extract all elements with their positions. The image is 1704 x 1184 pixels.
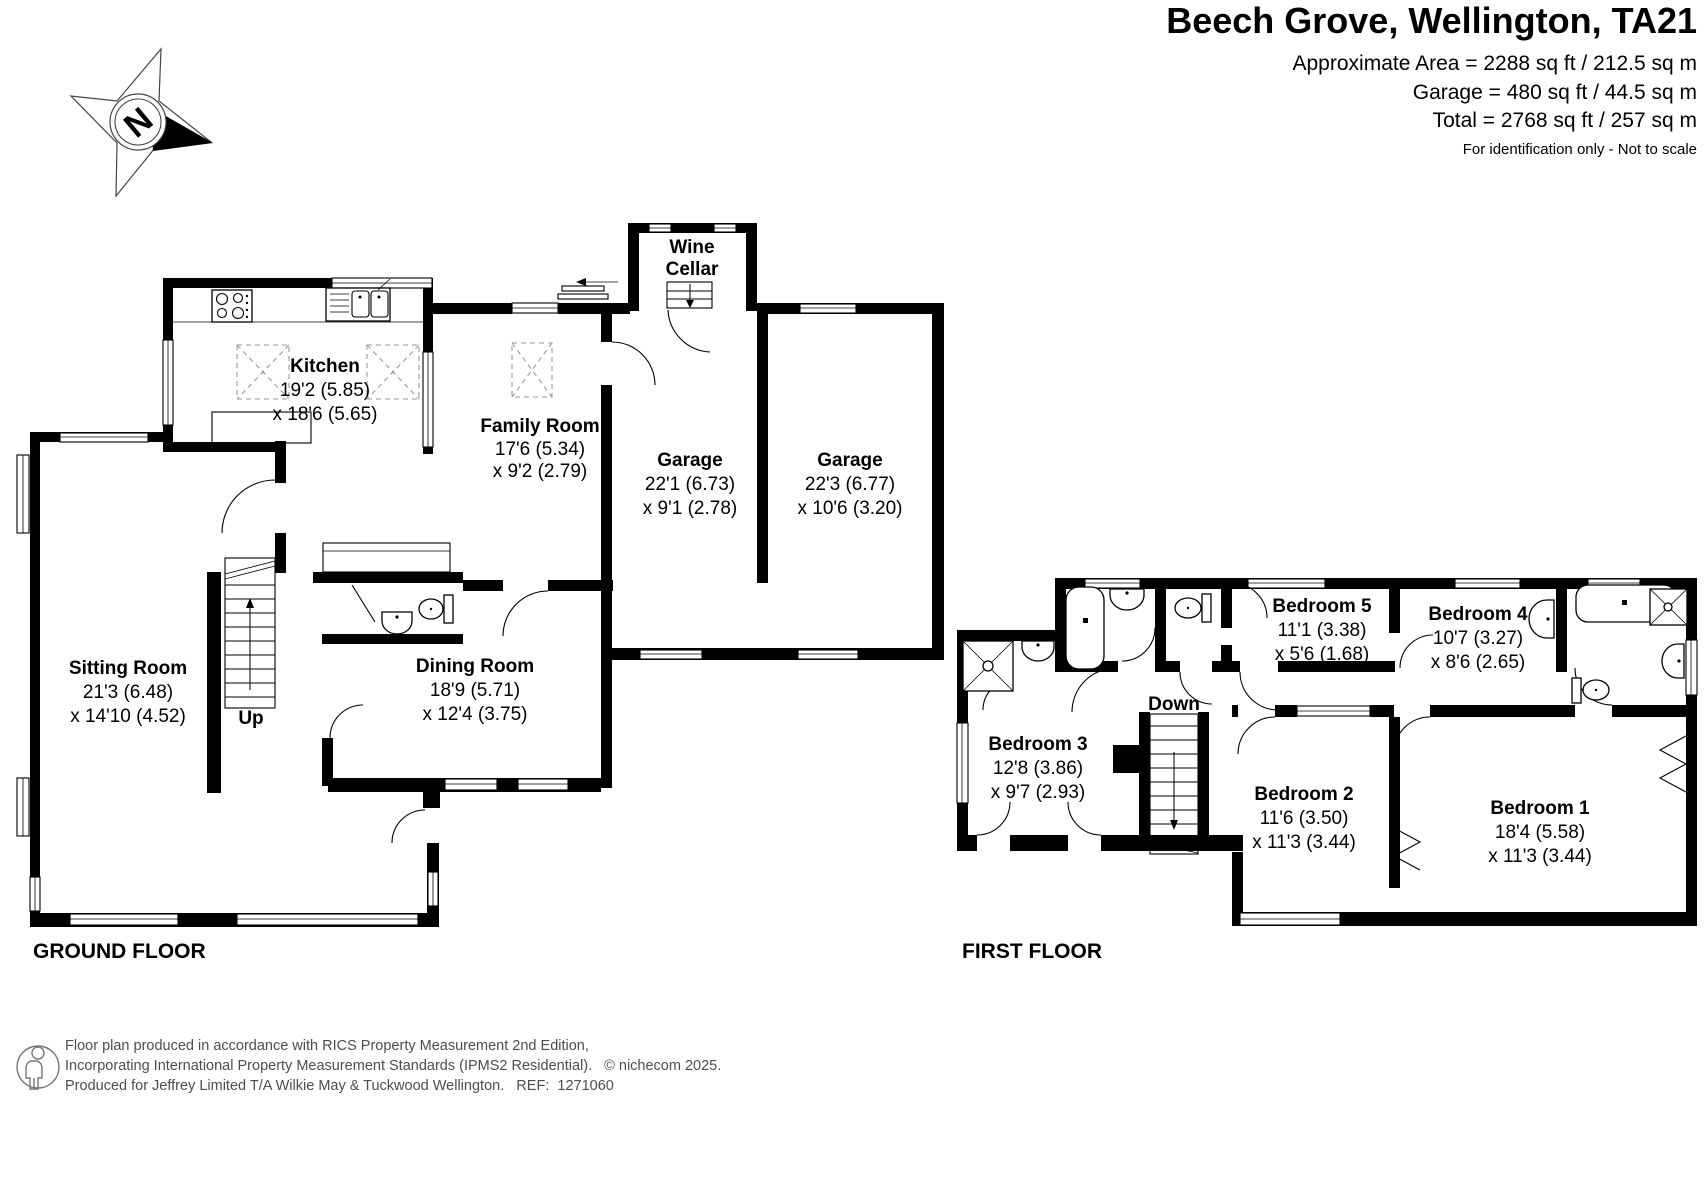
wine-cellar-steps [666, 281, 713, 309]
room-label-sitting-room: Sitting Room 21'3 (6.48) x 14'10 (4.52) [69, 658, 187, 727]
kitchen-skylight-boxes [236, 344, 420, 400]
ground-floor-plan: Up Kitchen 19'2 (5.85) x 18'6 (5.65) Fam… [16, 223, 944, 963]
scale-note: For identification only - Not to scale [1463, 141, 1697, 158]
bedroom4-dim1: 10'7 (3.27) [1433, 628, 1523, 649]
kitchen-dim2: x 18'6 (5.65) [272, 404, 377, 425]
sitting-room-name: Sitting Room [69, 658, 187, 679]
bedroom5-name: Bedroom 5 [1272, 596, 1372, 617]
first-floor-label: FIRST FLOOR [962, 940, 1102, 963]
footer-line-1: Floor plan produced in accordance with R… [65, 1038, 589, 1054]
compass-icon: N [69, 47, 213, 198]
room-label-bedroom4: Bedroom 4 10'7 (3.27) x 8'6 (2.65) [1428, 604, 1528, 673]
page-title: Beech Grove, Wellington, TA21 [1166, 0, 1697, 41]
shower-icon-ensuite [962, 640, 1014, 692]
area-line-2: Garage = 480 sq ft / 44.5 sq m [1413, 81, 1697, 104]
toilet-icon-wc [1174, 593, 1212, 623]
room-label-bedroom5: Bedroom 5 11'1 (3.38) x 5'6 (1.68) [1272, 596, 1372, 665]
room-label-garage-right: Garage 22'3 (6.77) x 10'6 (3.20) [797, 450, 902, 519]
family-room-dim1: 17'6 (5.34) [495, 439, 585, 460]
sitting-room-dim2: x 14'10 (4.52) [70, 706, 186, 727]
ground-floor-walls [30, 223, 944, 927]
shower-icon-bathroom2 [1649, 588, 1688, 626]
staircase-down [1149, 713, 1199, 855]
family-room-dim2: x 9'2 (2.79) [493, 461, 587, 482]
dining-room-name: Dining Room [416, 656, 534, 677]
bedroom2-dim2: x 11'3 (3.44) [1252, 832, 1356, 853]
basin-icon-bedroom4 [1528, 599, 1555, 639]
footer-line-2: Incorporating International Property Mea… [65, 1058, 721, 1074]
bedroom3-dim1: 12'8 (3.86) [993, 758, 1083, 779]
room-label-bedroom1: Bedroom 1 18'4 (5.58) x 11'3 (3.44) [1488, 798, 1592, 867]
kitchen-unit [211, 411, 312, 444]
garage-left-name: Garage [657, 450, 722, 471]
footer: Floor plan produced in accordance with R… [16, 1038, 721, 1094]
ground-floor-doors [221, 309, 711, 844]
bedroom5-dim1: 11'1 (3.38) [1278, 620, 1367, 641]
bedroom1-name: Bedroom 1 [1490, 798, 1590, 819]
footer-line-3: Produced for Jeffrey Limited T/A Wilkie … [65, 1078, 614, 1094]
bedroom3-dim2: x 9'7 (2.93) [991, 782, 1085, 803]
room-label-wine-cellar: Wine Cellar [666, 237, 719, 280]
garage-left-dim2: x 9'1 (2.78) [643, 498, 737, 519]
entrance-step [557, 278, 618, 300]
staircase-up [224, 557, 276, 709]
garage-right-dim1: 22'3 (6.77) [805, 474, 895, 495]
bedroom4-name: Bedroom 4 [1428, 604, 1528, 625]
hob-icon [211, 289, 253, 323]
kitchen-dim1: 19'2 (5.85) [280, 380, 370, 401]
person-icon [16, 1045, 60, 1090]
family-room-name: Family Room [480, 416, 599, 437]
first-floor-plan: Down Bedroom 5 11'1 (3.38) x 5'6 (1.68) … [956, 578, 1698, 963]
room-label-dining-room: Dining Room 18'9 (5.71) x 12'4 (3.75) [416, 656, 534, 725]
bedroom1-dim1: 18'4 (5.58) [1495, 822, 1585, 843]
cloakroom-worktop [322, 542, 451, 573]
garage-right-dim2: x 10'6 (3.20) [797, 498, 902, 519]
area-line-1: Approximate Area = 2288 sq ft / 212.5 sq… [1293, 52, 1698, 75]
ground-floor-windows [16, 223, 859, 926]
ground-floor-label: GROUND FLOOR [33, 940, 206, 963]
basin-icon-ensuite [1021, 640, 1055, 662]
toilet-icon-cloakroom [418, 594, 454, 624]
toilet-icon-bathroom2 [1571, 677, 1610, 704]
family-room-skylight-box [511, 342, 553, 398]
room-label-bedroom3: Bedroom 3 12'8 (3.86) x 9'7 (2.93) [988, 734, 1087, 803]
dining-room-dim1: 18'9 (5.71) [430, 680, 520, 701]
stairs-up-label: Up [238, 708, 263, 729]
garage-right-name: Garage [817, 450, 882, 471]
basin-icon-cloakroom [381, 611, 413, 635]
bath-icon-ensuite [1065, 586, 1105, 670]
dining-room-dim2: x 12'4 (3.75) [422, 704, 527, 725]
wine-cellar-name1: Wine [669, 237, 714, 258]
area-line-3: Total = 2768 sq ft / 257 sq m [1433, 109, 1697, 132]
room-label-kitchen: Kitchen 19'2 (5.85) x 18'6 (5.65) [272, 356, 377, 425]
bedroom2-dim1: 11'6 (3.50) [1260, 808, 1349, 829]
header: Beech Grove, Wellington, TA21 Approximat… [1166, 0, 1697, 158]
basin-icon-bathroom2 [1661, 643, 1685, 679]
bedroom3-name: Bedroom 3 [988, 734, 1087, 755]
room-label-garage-left: Garage 22'1 (6.73) x 9'1 (2.78) [643, 450, 737, 519]
bedroom4-dim2: x 8'6 (2.65) [1431, 652, 1525, 673]
room-label-family-room: Family Room 17'6 (5.34) x 9'2 (2.79) [480, 416, 599, 482]
first-floor-walls [957, 578, 1697, 926]
garage-left-dim1: 22'1 (6.73) [645, 474, 735, 495]
first-floor-windows [956, 578, 1698, 926]
wine-cellar-name2: Cellar [666, 259, 719, 280]
room-label-bedroom2: Bedroom 2 11'6 (3.50) x 11'3 (3.44) [1252, 784, 1356, 853]
basin-icon-bathroom1 [1109, 588, 1145, 611]
kitchen-sink-icon [325, 278, 391, 322]
bedroom2-name: Bedroom 2 [1254, 784, 1353, 805]
bedroom1-dim2: x 11'3 (3.44) [1488, 846, 1592, 867]
bedroom1-zigzags [1392, 735, 1688, 871]
bedroom5-dim2: x 5'6 (1.68) [1275, 644, 1369, 665]
kitchen-name: Kitchen [290, 356, 360, 377]
sitting-room-dim1: 21'3 (6.48) [83, 682, 173, 703]
stairs-down-label: Down [1148, 694, 1200, 715]
